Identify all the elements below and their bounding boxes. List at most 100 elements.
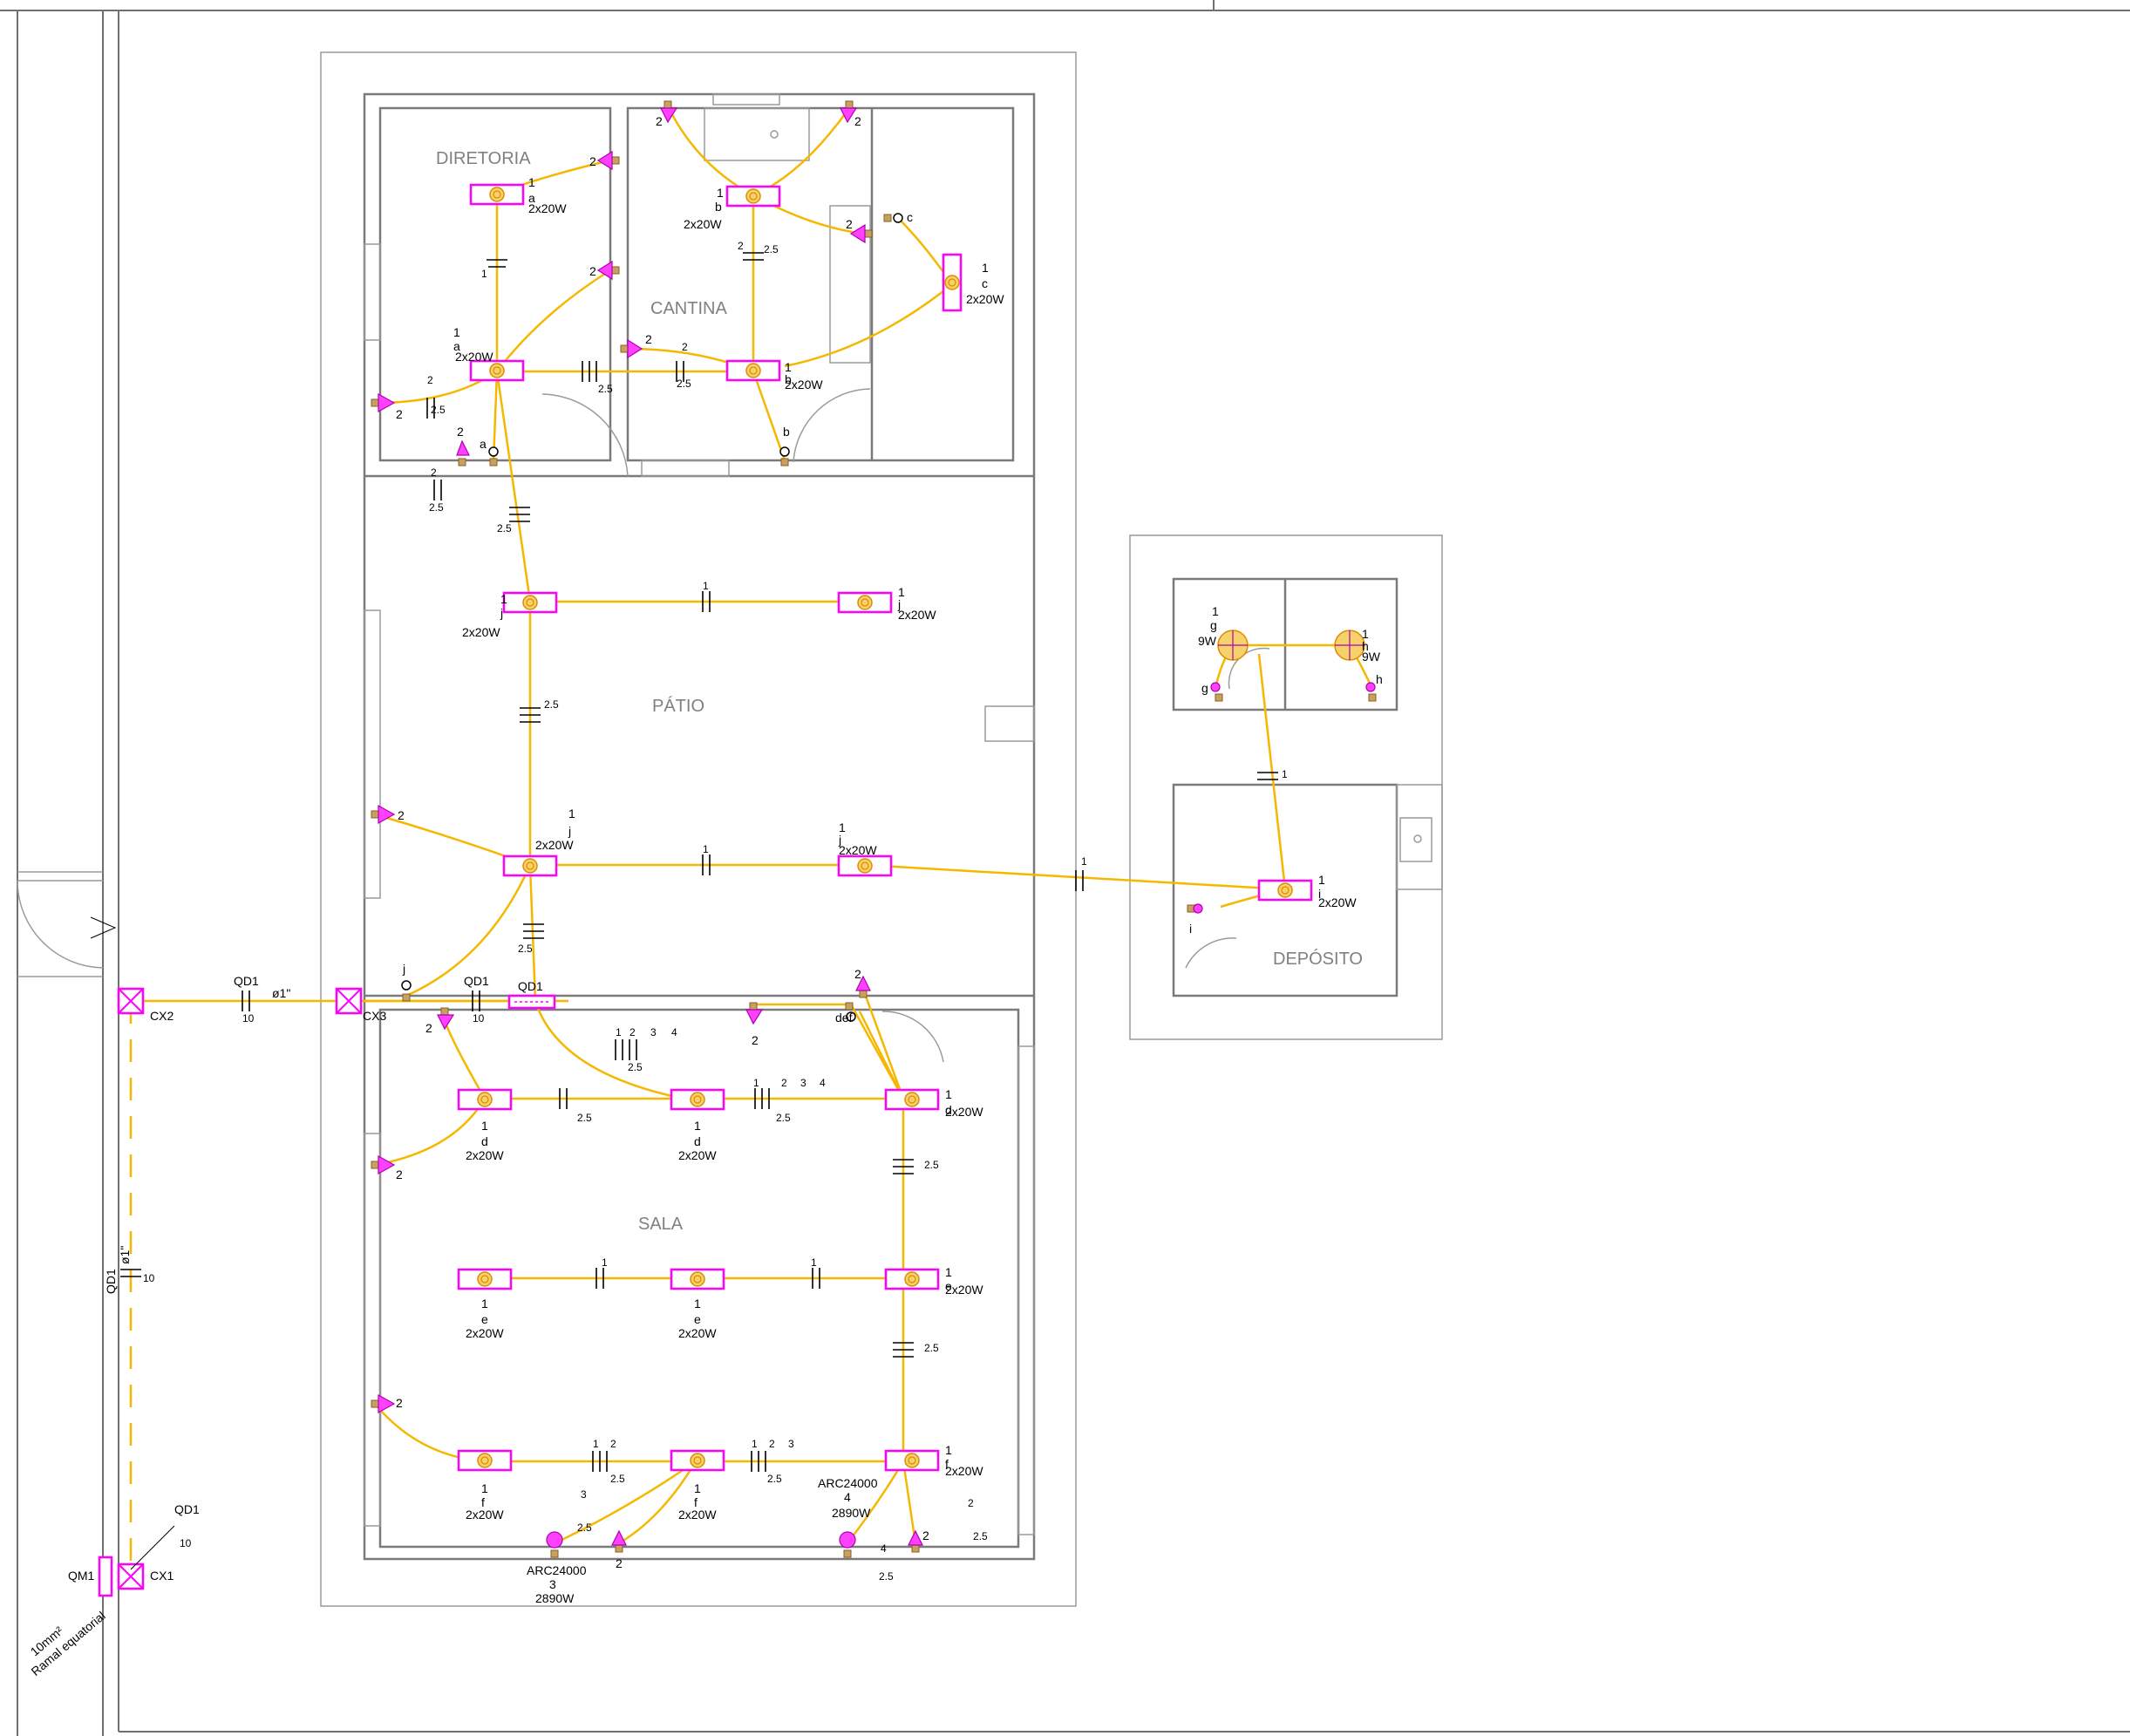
switch-letter: j <box>500 606 503 620</box>
power-label: 2x20W <box>966 292 1004 306</box>
switch-letter: e <box>481 1312 488 1326</box>
svg-text:2: 2 <box>589 154 596 168</box>
conductor-mark: 2.5 <box>582 361 613 395</box>
power-label: 1 <box>945 1443 952 1457</box>
svg-text:2.5: 2.5 <box>429 501 444 514</box>
svg-text:2.5: 2.5 <box>767 1473 782 1485</box>
conduit-vertical-label: ø1" <box>118 1246 132 1264</box>
luminaire <box>457 1088 513 1111</box>
power-label: 1 <box>694 1297 701 1311</box>
conductor-mark: 2.5 <box>520 698 559 723</box>
svg-text:2: 2 <box>854 967 861 981</box>
conductor-mark: 1 <box>1257 768 1288 780</box>
cx2-label: CX2 <box>150 1009 174 1023</box>
svg-text:2.5: 2.5 <box>924 1342 939 1354</box>
power-label: 1 <box>500 592 507 606</box>
svg-text:j: j <box>402 962 405 976</box>
outlet: 2 <box>371 804 405 825</box>
luminaire <box>1257 879 1313 902</box>
luminaire <box>884 1449 940 1472</box>
outlet: 2 <box>846 217 873 244</box>
cx2-box <box>117 987 145 1015</box>
svg-text:i: i <box>1189 922 1192 936</box>
power-label: 1 <box>481 1119 488 1133</box>
conductor-mark: 1 <box>702 843 711 875</box>
switch: g <box>1201 681 1223 702</box>
outlet: 2 <box>908 1528 929 1553</box>
switch-letter: d <box>694 1134 701 1148</box>
power-label: 1 <box>1318 873 1325 887</box>
conductor-mark: 10 <box>120 1269 155 1284</box>
switches: a b c j def g h i <box>401 210 1383 1025</box>
svg-text:2: 2 <box>589 264 596 278</box>
svg-text:2: 2 <box>781 1077 787 1089</box>
svg-text:2.5: 2.5 <box>628 1061 643 1073</box>
svg-text:1: 1 <box>811 1256 817 1269</box>
svg-text:2.5: 2.5 <box>879 1570 894 1583</box>
switch-letter: b <box>785 372 792 386</box>
switch-letter: a <box>453 339 460 353</box>
power-label: 2x20W <box>945 1464 983 1478</box>
svg-text:1: 1 <box>1081 855 1087 868</box>
power-label: 9W <box>1198 634 1217 648</box>
room-name-sala: SALA <box>638 1215 684 1234</box>
conductor-mark: 10 <box>472 991 485 1025</box>
power-label: 2x20W <box>839 843 877 857</box>
svg-text:1: 1 <box>703 580 709 592</box>
svg-text:2: 2 <box>846 217 853 231</box>
power-label: 1 <box>481 1481 488 1495</box>
qd1-size: 10 <box>180 1537 192 1549</box>
luminaire <box>457 1449 513 1472</box>
svg-text:2.5: 2.5 <box>776 1112 791 1124</box>
svg-text:4: 4 <box>671 1026 677 1038</box>
cx1-label: CX1 <box>150 1569 174 1583</box>
svg-text:a: a <box>480 437 487 451</box>
outlet: 2 <box>425 1007 455 1035</box>
qd1-circuit-label: QD1 <box>464 974 489 988</box>
ac-circuit: 4 <box>844 1490 851 1504</box>
cx3-label: CX3 <box>363 1009 386 1023</box>
qd1-circuit-label: QD1 <box>174 1502 200 1516</box>
power-label: 1 <box>453 325 460 339</box>
switch: b <box>779 425 790 466</box>
outlet: 2 <box>611 1529 627 1570</box>
qm1-label: QM1 <box>68 1569 95 1583</box>
svg-text:1: 1 <box>703 843 709 855</box>
switch-letter: j <box>838 833 841 847</box>
luminaire <box>469 183 525 206</box>
power-label: 1 <box>982 261 989 275</box>
svg-text:4: 4 <box>820 1077 826 1089</box>
svg-text:2: 2 <box>396 1168 403 1181</box>
svg-text:g: g <box>1201 681 1208 695</box>
power-label: 1 <box>528 175 535 189</box>
power-label: 2x20W <box>945 1283 983 1297</box>
conductor-mark: 2.5 <box>615 1039 643 1073</box>
junction-boxes: CX1 CX2 CX3 QD1 QM1 <box>68 979 556 1597</box>
power-label: 2x20W <box>678 1326 717 1340</box>
svg-text:2.5: 2.5 <box>598 383 613 395</box>
conduit-label: ø1" <box>272 986 290 1000</box>
qd1-panel <box>507 994 556 1010</box>
switch: i <box>1187 903 1203 936</box>
power-label: 2x20W <box>678 1148 717 1162</box>
outlet: 2 <box>854 967 871 998</box>
svg-text:h: h <box>1376 672 1383 686</box>
outlet: 2 <box>656 100 678 128</box>
svg-text:2: 2 <box>396 407 403 421</box>
room-name-patio: PÁTIO <box>652 696 704 716</box>
svg-text:1: 1 <box>753 1077 759 1089</box>
power-label: 1 <box>898 585 905 599</box>
switch: h <box>1365 672 1383 702</box>
outlets: 2 2 2 2 2 2 2 2 2 2 2 2 2 2 2 2 <box>371 100 929 1570</box>
svg-text:2: 2 <box>682 341 688 353</box>
svg-text:2.5: 2.5 <box>924 1159 939 1171</box>
svg-text:10: 10 <box>143 1272 155 1284</box>
power-label: 2x20W <box>1318 895 1357 909</box>
svg-text:1: 1 <box>602 1256 608 1269</box>
qm1-panel <box>98 1556 113 1597</box>
outlet: 2 <box>589 150 620 171</box>
luminaires <box>457 183 1365 1472</box>
room-name-cantina: CANTINA <box>650 299 727 318</box>
